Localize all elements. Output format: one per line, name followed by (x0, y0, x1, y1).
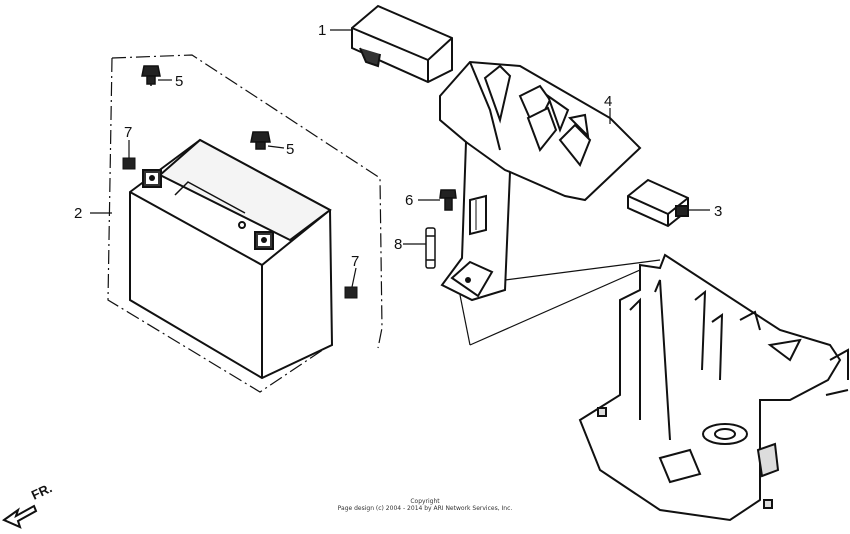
battery-tray-frame[interactable] (578, 253, 849, 522)
screw-part-6[interactable] (439, 189, 457, 211)
front-direction-label: FR. (29, 480, 54, 502)
battery-group-outline (107, 54, 383, 393)
callout-5-lower: 5 (286, 141, 294, 158)
callout-6: 6 (405, 192, 413, 209)
front-direction-arrow-icon: FR. (1, 480, 54, 529)
callout-7-lower: 7 (351, 253, 359, 270)
battery[interactable] (129, 138, 334, 380)
bolt-5-upper[interactable] (141, 65, 161, 86)
copyright-line-1: Copyright (410, 498, 440, 505)
copyright-line-2: Page design (c) 2004 - 2014 by ARI Netwo… (337, 505, 513, 512)
callout-8: 8 (394, 236, 402, 253)
bolt-5-lower[interactable] (250, 131, 271, 150)
nut-7-lower[interactable] (344, 286, 358, 299)
battery-holder-bracket-4[interactable] (439, 60, 642, 302)
assembly-leader-lines (459, 259, 661, 346)
callout-5-upper: 5 (175, 73, 183, 90)
callout-7-upper: 7 (124, 124, 132, 141)
cover-part-1[interactable] (351, 4, 453, 84)
fuse-part-8[interactable] (425, 227, 436, 269)
callout-1: 1 (318, 22, 326, 39)
callout-4: 4 (604, 93, 612, 110)
callout-2: 2 (74, 205, 82, 222)
nut-7-upper[interactable] (122, 157, 136, 170)
relay-part-3[interactable] (627, 178, 689, 228)
callout-3: 3 (714, 203, 722, 220)
copyright-footer: Copyright Page design (c) 2004 - 2014 by… (300, 498, 550, 512)
callout-leaders (90, 29, 710, 288)
